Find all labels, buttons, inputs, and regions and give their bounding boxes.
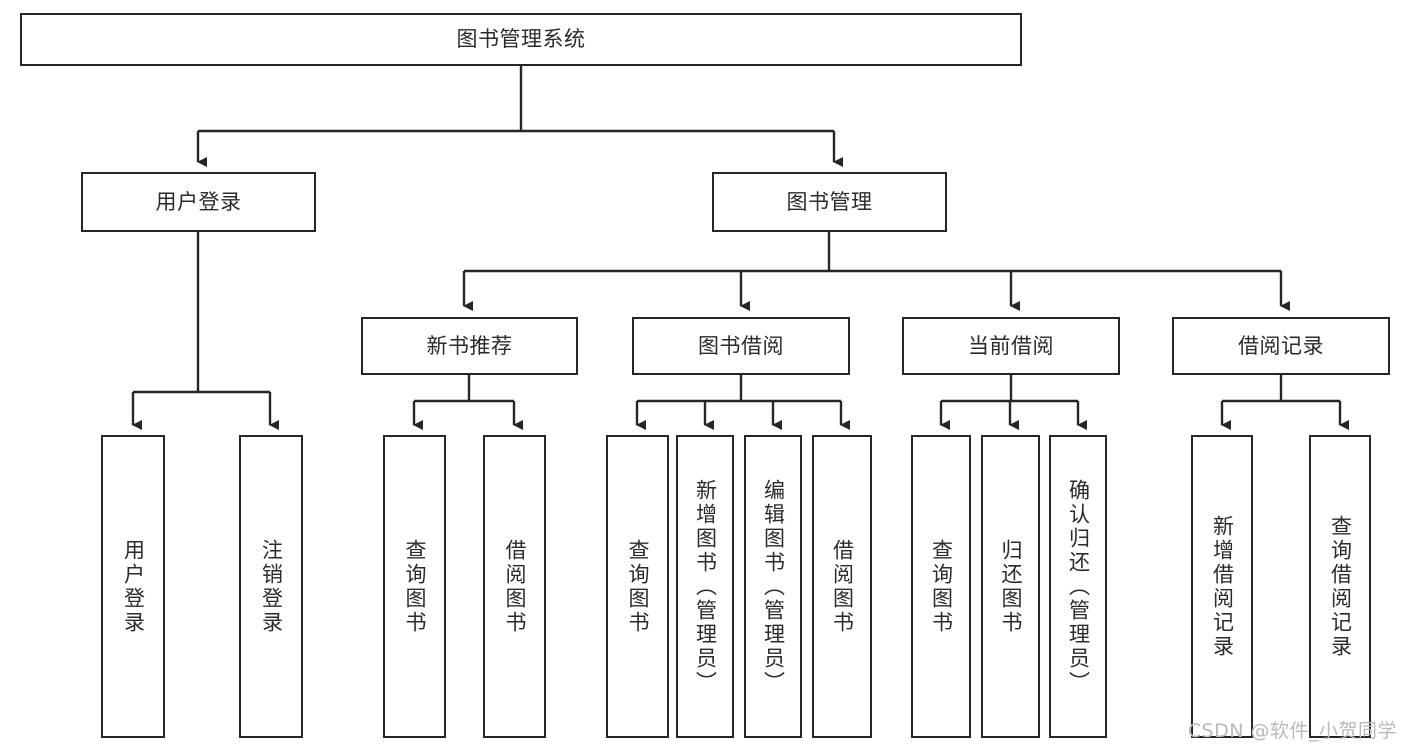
leaf-newbook-query[interactable]: 查询图书 [383,435,446,738]
leaf-newbook-query-label: 查询图书 [403,538,427,635]
leaf-current-confirm-return[interactable]: 确认归还（管理员） [1049,435,1107,738]
leaf-record-query[interactable]: 查询借阅记录 [1309,435,1371,738]
leaf-user-logout[interactable]: 注销登录 [239,435,303,738]
node-current-borrow[interactable]: 当前借阅 [902,317,1120,375]
leaf-current-return-label: 归还图书 [999,538,1023,635]
leaf-newbook-borrow-label: 借阅图书 [503,538,527,635]
leaf-borrow-query[interactable]: 查询图书 [606,435,669,738]
leaf-user-login-label: 用户登录 [121,538,146,635]
leaf-borrow-edit-book-label: 编辑图书（管理员） [761,478,786,695]
node-new-book-recommend-label: 新书推荐 [426,333,513,358]
node-root-label: 图书管理系统 [456,27,586,52]
node-user-login[interactable]: 用户登录 [81,172,316,232]
leaf-borrow-borrow-book[interactable]: 借阅图书 [812,435,872,738]
leaf-borrow-query-label: 查询图书 [626,538,650,635]
node-borrow-record-label: 借阅记录 [1238,333,1324,358]
node-borrow-record[interactable]: 借阅记录 [1172,317,1390,375]
leaf-user-login[interactable]: 用户登录 [101,435,165,738]
leaf-borrow-add-book[interactable]: 新增图书（管理员） [676,435,734,738]
node-book-borrow[interactable]: 图书借阅 [632,317,850,375]
leaf-borrow-edit-book[interactable]: 编辑图书（管理员） [744,435,802,738]
csdn-watermark: CSDN @软件_小贺同学 [1187,720,1397,742]
leaf-borrow-add-book-label: 新增图书（管理员） [693,478,718,695]
leaf-current-query[interactable]: 查询图书 [911,435,971,738]
node-book-management-label: 图书管理 [786,189,873,214]
node-book-borrow-label: 图书借阅 [698,333,784,358]
leaf-borrow-borrow-book-label: 借阅图书 [830,538,855,635]
leaf-record-query-label: 查询借阅记录 [1328,514,1353,659]
leaf-current-confirm-return-label: 确认归还（管理员） [1066,478,1091,695]
leaf-current-query-label: 查询图书 [929,538,954,635]
leaf-newbook-borrow[interactable]: 借阅图书 [483,435,546,738]
leaf-user-logout-label: 注销登录 [259,538,284,635]
node-user-login-label: 用户登录 [155,189,242,214]
node-new-book-recommend[interactable]: 新书推荐 [361,317,578,375]
node-current-borrow-label: 当前借阅 [968,333,1054,358]
node-root[interactable]: 图书管理系统 [20,13,1022,66]
leaf-current-return[interactable]: 归还图书 [981,435,1040,738]
node-book-management[interactable]: 图书管理 [712,172,947,232]
leaf-record-add[interactable]: 新增借阅记录 [1191,435,1253,738]
leaf-record-add-label: 新增借阅记录 [1210,514,1235,659]
